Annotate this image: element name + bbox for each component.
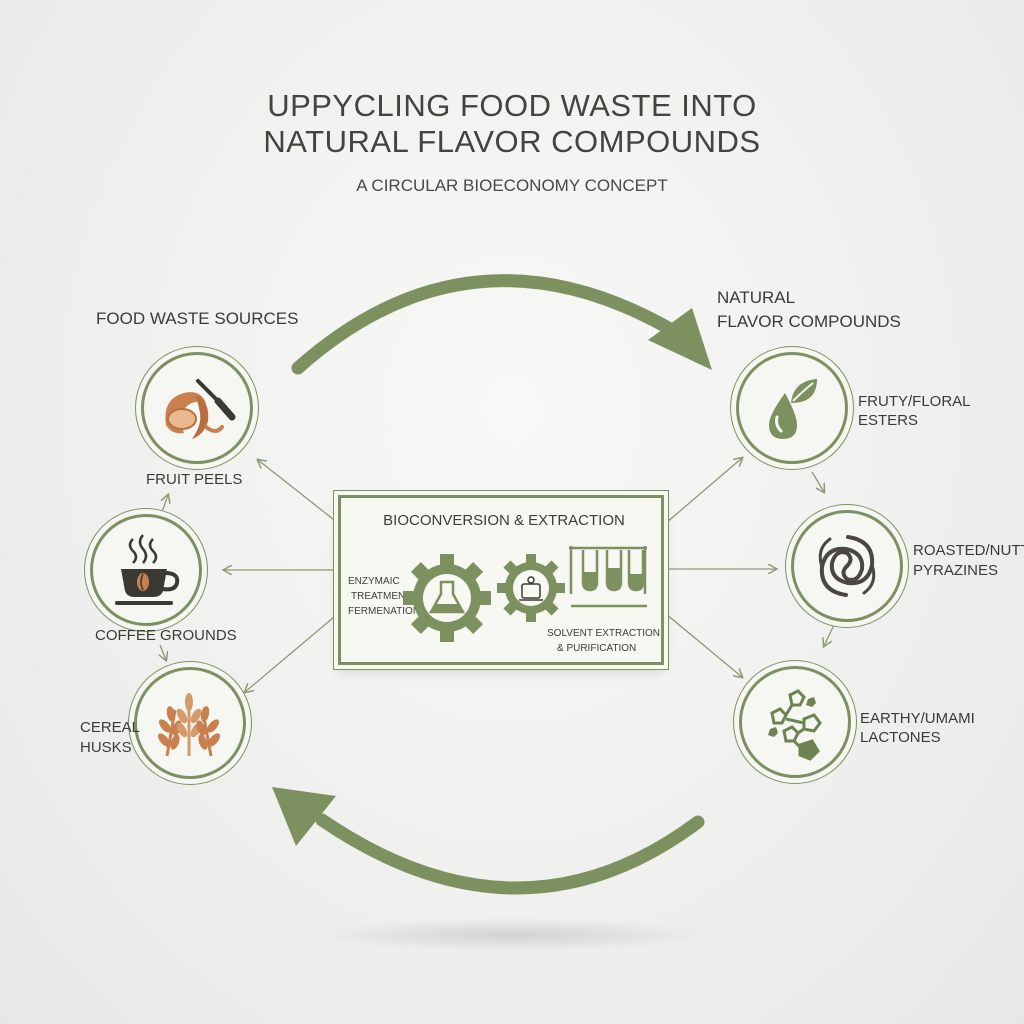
connector-to-esters: [665, 458, 742, 524]
drop-leaf-icon: [769, 379, 817, 439]
esters-circle: [736, 352, 848, 464]
process-right-line-2: & PURIFICATION: [557, 643, 637, 654]
esters-label-line-1: FRUTY/FLORAL: [858, 393, 971, 410]
process-title: BIOCONVERSION & EXTRACTION: [383, 512, 625, 529]
connector-pyrazines-lactones: [824, 624, 835, 646]
fruit-peels-label: FRUIT PEELS: [146, 471, 243, 488]
coffee-grounds-circle: [90, 514, 202, 626]
process-box: BIOCONVERSION & EXTRACTION ENZYMAIC TREA…: [338, 495, 664, 665]
title-line-2: NATURAL FLAVOR COMPOUNDS: [263, 124, 761, 159]
process-left-line-2: TREATMENT: [351, 591, 412, 602]
sources-heading: FOOD WASTE SOURCES: [96, 309, 299, 328]
cereal-label-line-2: HUSKS: [80, 739, 132, 756]
subtitle: A CIRCULAR BIOECONOMY CONCEPT: [356, 176, 668, 195]
fruit-peels-circle: [141, 352, 253, 464]
connector-coffee-cereal: [160, 644, 166, 660]
connector-to-fruit: [258, 460, 339, 524]
outputs-heading-line-1: NATURAL: [717, 288, 796, 307]
cereal-label-line-1: CEREAL: [80, 719, 141, 736]
swirl-icon: [818, 535, 876, 597]
gear-flask-icon: [403, 554, 491, 642]
connector-to-lactones: [665, 613, 742, 677]
cycle-arrow-bottom: [315, 813, 705, 895]
outputs-heading-line-2: FLAVOR COMPOUNDS: [717, 312, 901, 331]
process-left-line-1: ENZYMAIC: [348, 576, 400, 587]
lactones-circle: [739, 666, 851, 778]
ground-shadow: [312, 918, 712, 952]
process-illustration: [403, 546, 647, 642]
esters-label-line-2: ESTERS: [858, 412, 919, 429]
cycle-arrow-top: [291, 274, 679, 375]
fruit-peel-icon: [165, 379, 236, 439]
connector-esters-pyrazines: [811, 471, 824, 492]
coffee-cup-icon: [115, 534, 180, 605]
lactones-label-line-2: LACTONES: [860, 729, 941, 746]
cycle-arrowhead-top: [648, 308, 712, 370]
gear-reactor-icon: [497, 554, 565, 622]
connector-to-cereal: [245, 611, 341, 692]
cereal-husks-circle: [134, 667, 246, 779]
pyrazines-label-line-1: ROASTED/NUTTY: [913, 542, 1024, 559]
coffee-grounds-label: COFFEE GROUNDS: [95, 627, 237, 644]
lactones-label-line-1: EARTHY/UMAMI: [860, 710, 975, 727]
pyrazines-label-line-2: PYRAZINES: [913, 562, 999, 579]
molecule-icon: [768, 689, 822, 761]
title-line-1: UPPYCLING FOOD WASTE INTO: [267, 88, 757, 123]
connector-coffee-fruit: [162, 495, 168, 513]
pyrazines-circle: [791, 510, 903, 622]
cycle-arrowhead-bottom: [272, 787, 336, 846]
process-right-line-1: SOLVENT EXTRACTION: [547, 628, 660, 639]
process-left-line-3: FERMENATION: [348, 606, 421, 617]
wheat-icon: [158, 693, 220, 757]
